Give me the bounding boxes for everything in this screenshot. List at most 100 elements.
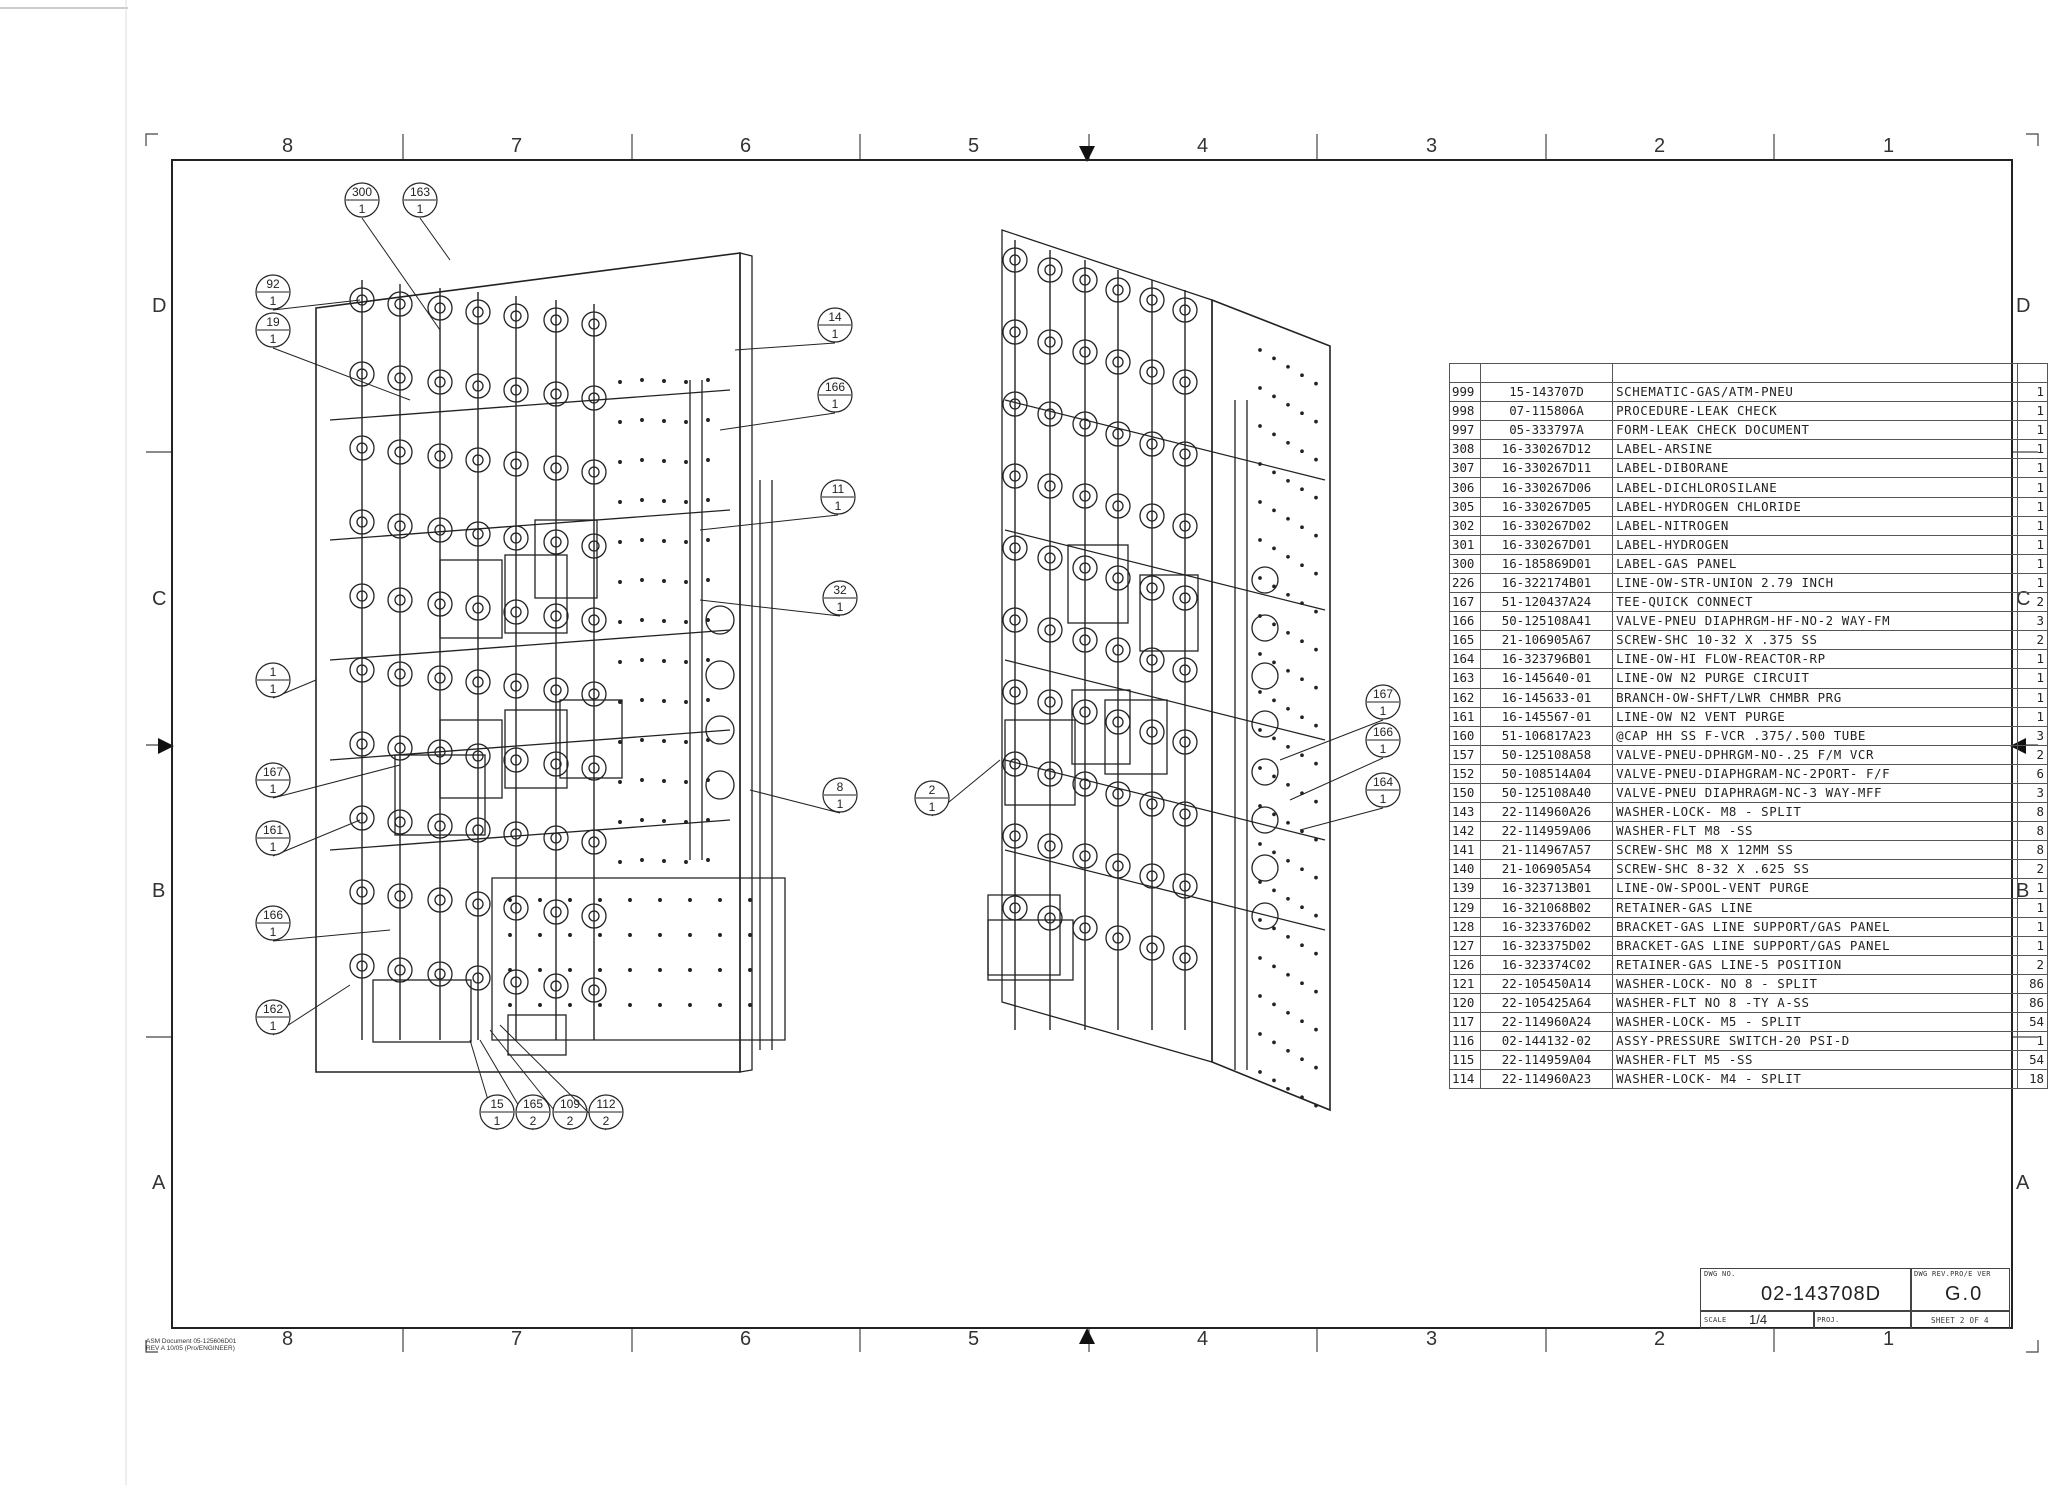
bom-qty: 54 bbox=[2017, 1012, 2048, 1033]
callout-quantity: 1 bbox=[832, 397, 839, 411]
callout-quantity: 1 bbox=[832, 327, 839, 341]
dwg-no-label: DWG NO. bbox=[1704, 1270, 1736, 1278]
bom-qty: 1 bbox=[2017, 687, 2048, 708]
bom-qty: 1 bbox=[2017, 1031, 2048, 1052]
bom-item-no: 306 bbox=[1449, 477, 1481, 498]
bom-header-row bbox=[1449, 363, 2048, 383]
callout-quantity: 1 bbox=[270, 782, 277, 796]
bom-part-no: 50-125108A40 bbox=[1479, 782, 1614, 804]
callout-number: 165 bbox=[523, 1097, 543, 1111]
callout-quantity: 1 bbox=[270, 925, 277, 939]
bom-part-no: 51-106817A23 bbox=[1479, 725, 1614, 746]
bom-item-no: 302 bbox=[1449, 515, 1481, 536]
callout-leader bbox=[1279, 719, 1384, 761]
bom-description: TEE-QUICK CONNECT bbox=[1612, 592, 2019, 613]
bom-description: LABEL-NITROGEN bbox=[1612, 515, 2019, 536]
callout-bubble: 321 bbox=[699, 580, 858, 617]
bom-description: LABEL-GAS PANEL bbox=[1612, 553, 2019, 574]
bom-qty: 18 bbox=[2017, 1069, 2048, 1090]
callout-bubble: 81 bbox=[749, 777, 858, 814]
bom-part-no: 22-105450A14 bbox=[1479, 973, 1614, 995]
callout-leader bbox=[719, 412, 836, 431]
callout-leader bbox=[699, 599, 841, 617]
bom-description: WASHER-FLT M5 -SS bbox=[1612, 1050, 2019, 1071]
bom-qty: 1 bbox=[2017, 897, 2048, 918]
zone-top-6: 6 bbox=[740, 135, 752, 157]
scale-label: SCALE bbox=[1704, 1316, 1727, 1324]
zone-bottom-8: 8 bbox=[282, 1328, 294, 1350]
bom-part-no: 21-106905A54 bbox=[1479, 859, 1614, 880]
callout-number: 300 bbox=[352, 185, 372, 199]
callout-number: 161 bbox=[263, 823, 283, 837]
zone-bottom-6: 6 bbox=[740, 1328, 752, 1350]
callout-number: 109 bbox=[560, 1097, 580, 1111]
bom-description: LINE-OW N2 VENT PURGE bbox=[1612, 706, 2019, 727]
bom-item-no: 127 bbox=[1449, 935, 1481, 956]
bom-description: LABEL-HYDROGEN CHLORIDE bbox=[1612, 496, 2019, 517]
bom-qty: 1 bbox=[2017, 515, 2048, 536]
bom-description: SCREW-SHC M8 X 12MM SS bbox=[1612, 840, 2019, 861]
callout-leader bbox=[499, 1024, 607, 1131]
callout-bubble: 21 bbox=[914, 759, 1001, 817]
zone-bottom-7: 7 bbox=[511, 1328, 523, 1350]
bom-part-no: 15-143707D bbox=[1479, 381, 1614, 403]
bom-description: BRANCH-OW-SHFT/LWR CHMBR PRG bbox=[1612, 687, 2019, 708]
callout-number: 112 bbox=[596, 1097, 615, 1111]
title-block-rev: DWG REV.PRO/E VER G.0 bbox=[1910, 1268, 2010, 1312]
bom-qty: 1 bbox=[2017, 706, 2048, 727]
zone-bottom-2: 2 bbox=[1654, 1328, 1666, 1350]
bom-qty: 1 bbox=[2017, 477, 2048, 498]
callout-bubble: 11 bbox=[255, 662, 317, 699]
bom-item-no: 998 bbox=[1449, 401, 1481, 422]
callout-leader bbox=[272, 347, 411, 401]
bom-qty: 54 bbox=[2017, 1050, 2048, 1071]
bom-part-no: 22-114960A23 bbox=[1479, 1069, 1614, 1090]
bom-item-no: 305 bbox=[1449, 496, 1481, 517]
bom-item-no: 166 bbox=[1449, 611, 1481, 632]
bom-item-no: 140 bbox=[1449, 859, 1481, 880]
bom-item-no: 114 bbox=[1449, 1069, 1481, 1090]
bom-qty: 8 bbox=[2017, 802, 2048, 823]
bom-item-no: 163 bbox=[1449, 668, 1481, 689]
callout-leader bbox=[419, 217, 451, 261]
bom-part-no: 22-105425A64 bbox=[1479, 992, 1614, 1014]
callout-number: 32 bbox=[833, 583, 847, 597]
callout-quantity: 1 bbox=[494, 1114, 501, 1128]
asm-note-line2: REV A 10/05 (Pro/ENGINEER) bbox=[146, 1345, 235, 1352]
callout-number: 166 bbox=[1373, 725, 1393, 739]
bom-item-no: 152 bbox=[1449, 763, 1481, 784]
callout-leader bbox=[1299, 807, 1384, 831]
title-block-scale: SCALE 1/4 bbox=[1700, 1310, 1815, 1329]
callout-quantity: 1 bbox=[270, 332, 277, 346]
bom-part-no: 16-185869D01 bbox=[1479, 553, 1614, 574]
bom-item-no: 129 bbox=[1449, 897, 1481, 918]
zone-top-5: 5 bbox=[968, 135, 980, 157]
asm-note-line1: ASM Document 05-125606D01 bbox=[146, 1338, 237, 1345]
bom-qty: 1 bbox=[2017, 534, 2048, 555]
callout-number: 2 bbox=[929, 783, 936, 797]
callout-quantity: 1 bbox=[270, 840, 277, 854]
sheet: SHEET 2 OF 4 bbox=[1931, 1316, 1989, 1325]
bom-description: PROCEDURE-LEAK CHECK bbox=[1612, 401, 2019, 422]
bom-description: RETAINER-GAS LINE bbox=[1612, 897, 2019, 918]
bom-part-no: 02-144132-02 bbox=[1479, 1031, 1614, 1052]
